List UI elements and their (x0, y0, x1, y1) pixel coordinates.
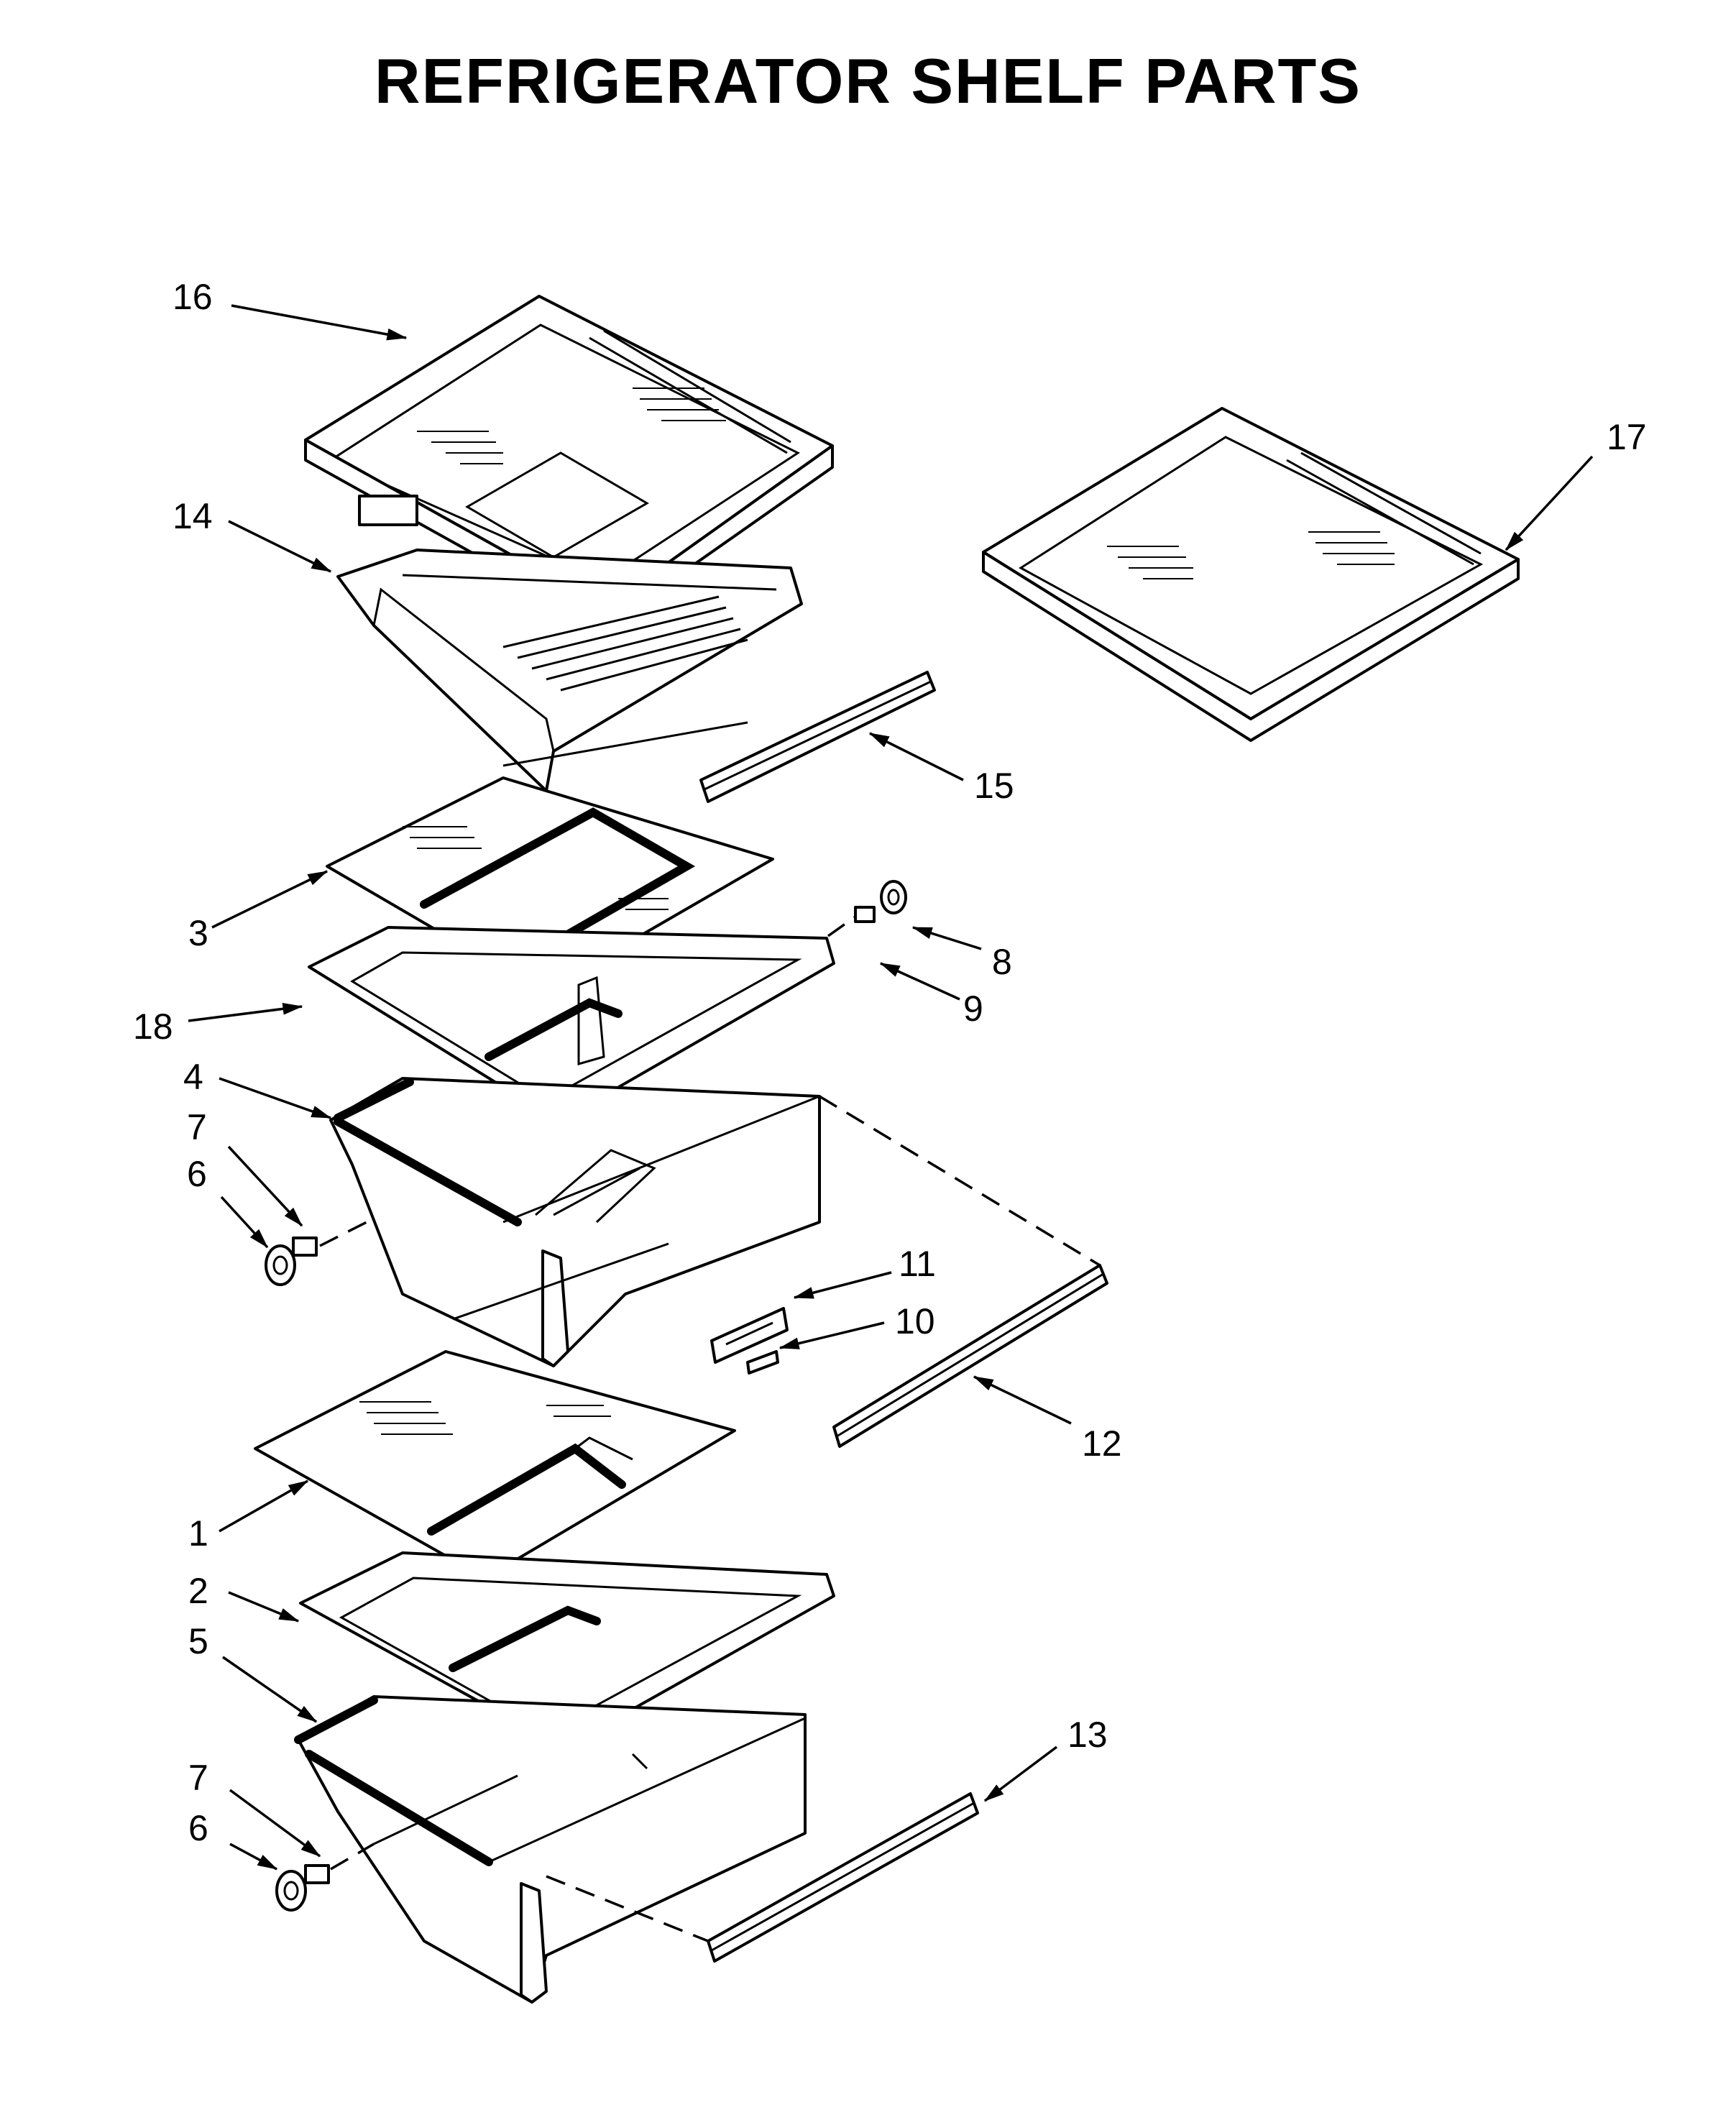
callout-14: 14 (173, 496, 213, 536)
callout-6-lower: 6 (188, 1808, 208, 1848)
callout-7-lower: 7 (188, 1758, 208, 1798)
part-6-wheel-lower (275, 1870, 307, 1912)
callout-labels: 16 17 14 15 3 8 9 18 4 7 6 11 10 12 1 2 … (133, 277, 1647, 1848)
callout-13: 13 (1067, 1715, 1108, 1755)
part-17-glass-shelf (982, 407, 1520, 742)
callout-15: 15 (974, 766, 1014, 806)
guide-line (452, 1242, 669, 1321)
part-6-wheel-upper (265, 1244, 296, 1286)
callout-9: 9 (963, 988, 983, 1029)
page-title: REFRIGERATOR SHELF PARTS (375, 45, 1361, 116)
guide-line (373, 1774, 518, 1845)
callout-3: 3 (188, 913, 208, 953)
part-1-glass-panel (254, 1350, 736, 1579)
part-4-upper-drawer (329, 1077, 821, 1367)
part-14-upper-pan (336, 549, 803, 792)
part-13-rail (707, 1792, 979, 1963)
callout-18: 18 (133, 1006, 173, 1047)
callout-17: 17 (1607, 417, 1647, 457)
callout-11: 11 (899, 1244, 936, 1284)
part-7-screw-upper (292, 1237, 318, 1257)
part-11-bracket (710, 1307, 789, 1364)
part-8-knob (880, 880, 907, 914)
part-15-rail (699, 671, 936, 803)
part-5-lower-drawer (294, 1695, 807, 2004)
part-10-clip (746, 1350, 779, 1375)
part-7-screw-lower (304, 1864, 330, 1884)
leader-lines (188, 304, 1594, 1871)
callout-12: 12 (1082, 1423, 1122, 1464)
callout-2: 2 (188, 1571, 208, 1611)
callout-8: 8 (992, 942, 1012, 982)
callout-6-upper: 6 (187, 1154, 207, 1194)
callout-4: 4 (183, 1057, 203, 1097)
guide-line (502, 721, 748, 767)
part-12-rail (832, 1264, 1108, 1448)
callout-5: 5 (188, 1621, 208, 1661)
alignment-dashes (319, 915, 1101, 1942)
part-9-screw (854, 906, 876, 923)
callout-1: 1 (188, 1513, 208, 1554)
callout-16: 16 (173, 277, 213, 317)
callout-7-upper: 7 (187, 1107, 207, 1147)
callout-10: 10 (895, 1301, 935, 1341)
